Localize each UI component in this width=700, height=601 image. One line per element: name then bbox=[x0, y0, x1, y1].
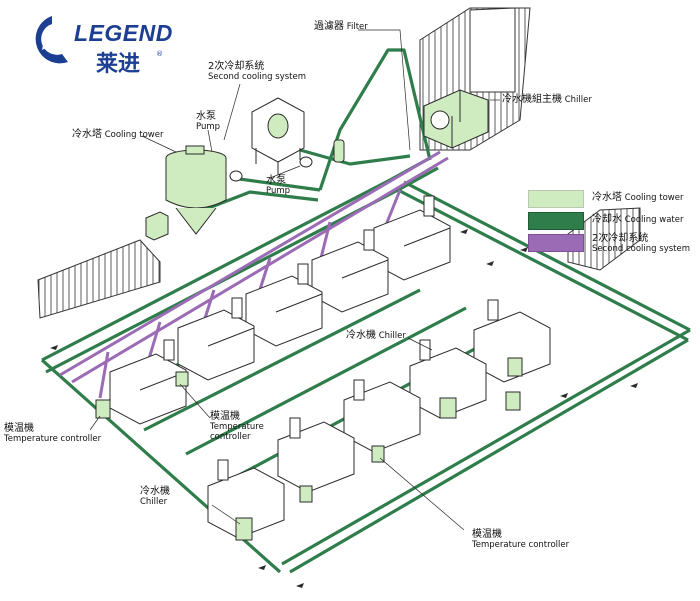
legend-second-cooling-en: Second cooling system bbox=[592, 244, 690, 254]
label-pump-mid-en: Pump bbox=[266, 186, 291, 196]
legend-swatch-second-cooling bbox=[528, 234, 584, 252]
label-filter-en: Filter bbox=[346, 22, 368, 32]
label-chiller-main-en: Chiller bbox=[564, 95, 592, 105]
label-temp-left: 模温機 Temperature controller bbox=[4, 423, 102, 445]
molding-machine bbox=[343, 379, 421, 453]
legend-cooling-tower-cn: 冷水塔 bbox=[592, 192, 622, 203]
temp-controller-unit bbox=[371, 445, 385, 463]
label-pump-top-cn: 水泵 bbox=[196, 111, 216, 122]
chiller-unit bbox=[235, 517, 253, 541]
wall-far-right bbox=[567, 207, 641, 271]
label-chiller-mid: 冷水機 Chiller bbox=[346, 330, 406, 342]
label-pump-top: 水泵 Pump bbox=[196, 111, 221, 133]
pump-mid bbox=[299, 156, 313, 168]
pump-top bbox=[229, 170, 243, 182]
label-cooling-tower-cn: 冷水塔 bbox=[72, 129, 102, 140]
label-filter: 過濾器 Filter bbox=[314, 21, 368, 33]
label-temp-left-en: Temperature controller bbox=[4, 434, 102, 444]
label-filter-cn: 過濾器 bbox=[314, 21, 344, 32]
cooling-tower bbox=[165, 145, 227, 235]
flow-arrows bbox=[50, 229, 638, 588]
label-temp-bottom-cn: 模温機 bbox=[472, 529, 502, 540]
label-temp-mid-cn: 模温機 bbox=[210, 411, 240, 422]
molding-machine bbox=[207, 459, 285, 539]
label-temp-mid-en: Temperature controller bbox=[210, 422, 264, 442]
legend-swatch-cooling-water bbox=[528, 212, 584, 230]
label-chiller-mid-en: Chiller bbox=[378, 331, 406, 341]
label-cooling-tower: 冷水塔 Cooling tower bbox=[72, 129, 164, 141]
label-cooling-tower-en: Cooling tower bbox=[104, 130, 164, 140]
second-cooling-unit bbox=[251, 97, 305, 174]
legend-swatch-cooling-tower bbox=[528, 190, 584, 208]
legend-item-cooling-water: 冷却水 Cooling water bbox=[592, 214, 684, 226]
chiller-unit bbox=[439, 397, 457, 419]
label-chiller-bottom-cn: 冷水機 bbox=[140, 486, 170, 497]
chiller-unit bbox=[507, 357, 523, 377]
legend-logo-icon bbox=[35, 16, 68, 64]
legend-cooling-water-en: Cooling water bbox=[624, 215, 684, 225]
wall-top bbox=[469, 7, 516, 93]
logo-reg-mark: ® bbox=[156, 50, 163, 58]
label-pump-mid: 水泵 Pump bbox=[266, 175, 291, 197]
wall-left bbox=[37, 239, 161, 319]
machine-row-left bbox=[109, 195, 451, 425]
molding-machine bbox=[409, 339, 487, 419]
legend-item-cooling-tower: 冷水塔 Cooling tower bbox=[592, 192, 684, 204]
main-chiller bbox=[423, 89, 489, 149]
label-chiller-main-cn: 冷水機組主機 bbox=[502, 94, 562, 105]
label-pump-mid-cn: 水泵 bbox=[266, 175, 286, 186]
temp-controller-unit bbox=[299, 485, 313, 503]
machine-row-right bbox=[207, 299, 551, 539]
label-chiller-bottom: 冷水機 Chiller bbox=[140, 486, 170, 508]
legend-second-cooling-cn: 2次冷却系统 bbox=[592, 233, 649, 244]
label-temp-left-cn: 模温機 bbox=[4, 423, 34, 434]
temp-controller-unit bbox=[175, 371, 189, 387]
label-temp-bottom-en: Temperature controller bbox=[472, 540, 570, 550]
label-chiller-main: 冷水機組主機 Chiller bbox=[502, 94, 592, 106]
temp-controller-unit bbox=[95, 399, 111, 419]
molding-machine bbox=[177, 297, 255, 381]
molding-machine bbox=[311, 229, 389, 313]
brand-logo: LEGEND 莱进 ® bbox=[28, 14, 178, 80]
label-second-cooling: 2次冷却系统 Second cooling system bbox=[208, 61, 306, 83]
filter bbox=[333, 139, 345, 163]
legend-cooling-water-cn: 冷却水 bbox=[592, 214, 622, 225]
leader-lines bbox=[89, 29, 500, 531]
chiller-unit bbox=[505, 391, 521, 411]
logo-brand-text: LEGEND bbox=[74, 20, 173, 46]
label-pump-top-en: Pump bbox=[196, 122, 221, 132]
legend-item-second-cooling: 2次冷却系统 Second cooling system bbox=[592, 233, 690, 255]
label-temp-mid: 模温機 Temperature controller bbox=[210, 411, 280, 443]
label-chiller-mid-cn: 冷水機 bbox=[346, 330, 376, 341]
label-second-cooling-cn: 2次冷却系统 bbox=[208, 61, 265, 72]
molding-machine bbox=[277, 417, 355, 493]
legend-cooling-tower-en: Cooling tower bbox=[624, 193, 684, 203]
label-chiller-bottom-en: Chiller bbox=[140, 497, 168, 507]
logo-brand-cn: 莱进 bbox=[96, 52, 141, 77]
label-temp-bottom: 模温機 Temperature controller bbox=[472, 529, 570, 551]
feed-tank bbox=[145, 211, 169, 241]
molding-machine bbox=[245, 263, 323, 347]
label-second-cooling-en: Second cooling system bbox=[208, 72, 306, 82]
